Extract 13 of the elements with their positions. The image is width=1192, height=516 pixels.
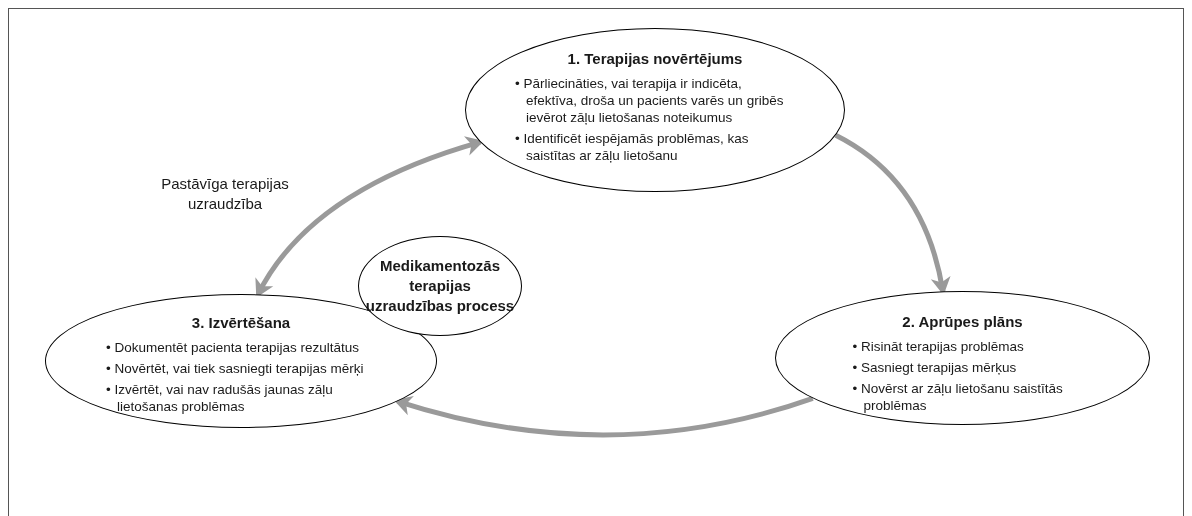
bullet-item: • Pārliecināties, vai terapija ir indicēta, efektīva, droša un pacients varēs un gribēs ievērot zāļu lietošanas noteikumus [515, 75, 785, 126]
ellipse-heading: 1. Terapijas novērtējums [566, 49, 744, 69]
ellipse-heading: 3. Izvērtēšana [190, 313, 292, 333]
ellipse-heading: 2. Aprūpes plāns [901, 312, 1024, 332]
bullet-item: • Identificēt iespējamās problēmas, kas saistītas ar zāļu lietošanu [515, 130, 750, 164]
bullet-item: • Izvērtēt, vai nav radušās jaunas zāļu lietošanas problēmas [106, 381, 334, 415]
ellipse-heading: Medikamentozās terapijas uzraudzības process [365, 256, 515, 316]
bullet-item: • Risināt terapijas problēmas [852, 338, 1025, 355]
bullet-item: • Dokumentēt pacienta terapijas rezultātus [106, 339, 361, 356]
bullet-item: • Sasniegt terapijas mērķus [852, 359, 1018, 376]
bullet-item: • Novērtēt, vai tiek sasniegti terapijas mērķi [106, 360, 365, 377]
arrow [393, 395, 814, 438]
bullet-item: • Novērst ar zāļu lietošanu saistītās problēmas [852, 380, 1064, 414]
